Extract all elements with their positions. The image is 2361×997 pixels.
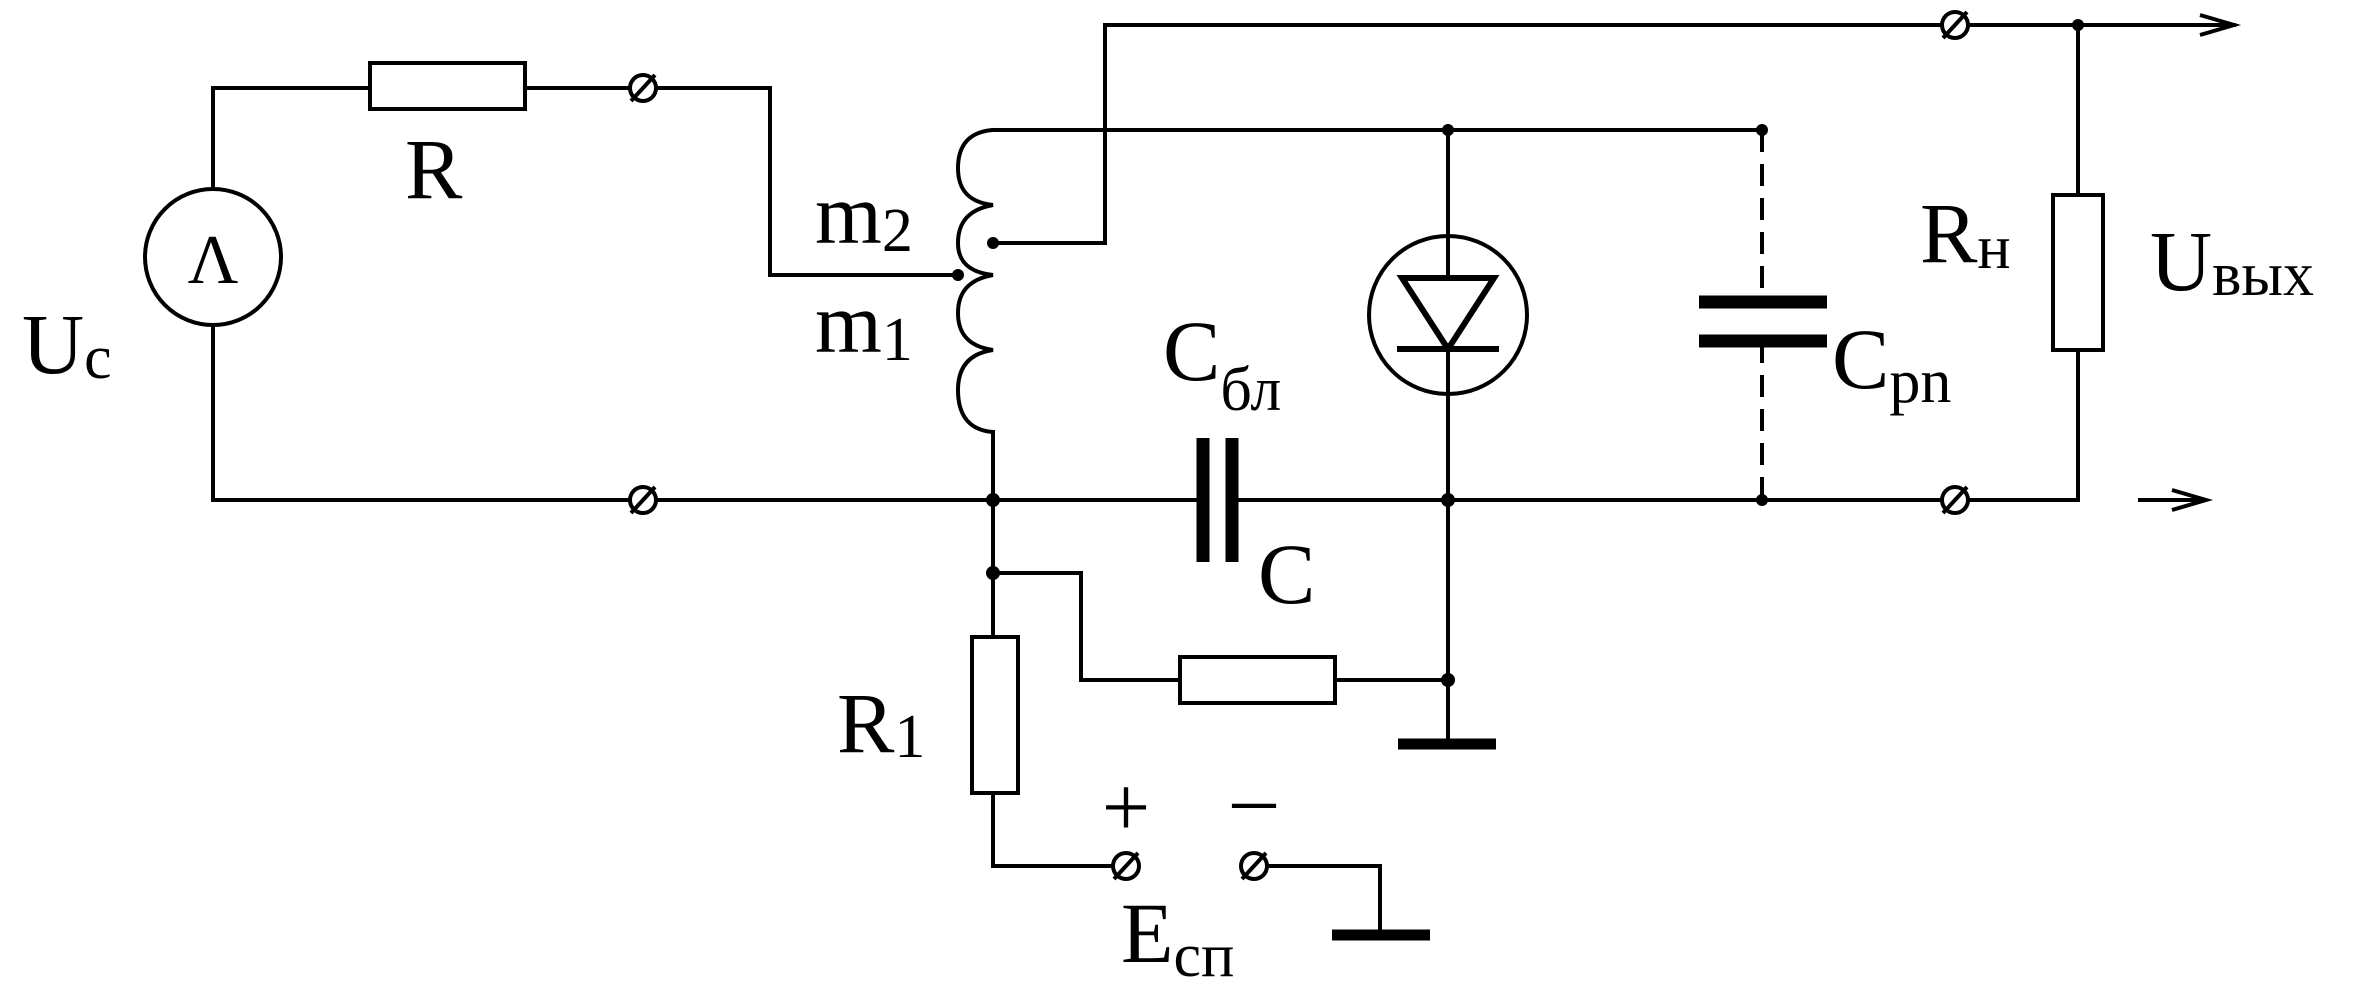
label-rn: Rн — [1920, 185, 2011, 282]
coil-winding — [955, 127, 996, 435]
label-cbl: Cбл — [1163, 303, 1281, 424]
input-terminal-top — [628, 73, 658, 103]
wire-bias-branch — [991, 571, 1182, 682]
input-terminal-bottom — [628, 485, 658, 515]
output-terminal-top — [1940, 10, 1970, 40]
label-uout: Uвых — [2150, 213, 2314, 309]
label-r: R — [405, 121, 463, 217]
wire-to-coil-tap — [654, 86, 960, 277]
wire-coil-mid-to-output — [991, 23, 1944, 245]
source-symbol: Λ — [188, 222, 239, 299]
label-cpn: Cpn — [1832, 311, 1951, 416]
junction-m1-tap — [952, 269, 964, 281]
junction-m2-tap — [987, 237, 999, 249]
diode — [1367, 234, 1529, 396]
label-r1: R1 — [837, 675, 925, 771]
label-plus: + — [1102, 759, 1151, 855]
wire-source-top — [211, 86, 372, 191]
wire-esp-ground — [1265, 864, 1382, 932]
resistor-r — [368, 61, 527, 111]
label-esp: Eсп — [1121, 885, 1234, 990]
output-arrow-bottom — [2138, 488, 2214, 512]
label-source: Uc — [22, 296, 112, 392]
wire-source-bottom — [211, 323, 630, 502]
output-terminal-bottom — [1940, 485, 1970, 515]
resistor-r1 — [970, 635, 1020, 795]
resistor-rn — [2051, 193, 2105, 352]
junction-cpn-top — [1756, 124, 1768, 136]
label-minus: – — [1232, 749, 1277, 845]
esp-terminal-minus — [1239, 851, 1269, 881]
label-m1: m1 — [815, 275, 913, 374]
label-c: C — [1258, 526, 1315, 622]
resistor-bias — [1178, 655, 1337, 705]
wire-r1-to-esp — [991, 791, 1114, 868]
label-m2: m2 — [815, 166, 913, 265]
output-arrow-top — [2172, 13, 2242, 37]
esp-terminal-plus — [1111, 851, 1141, 881]
junction-bus-cpn — [1756, 494, 1768, 506]
signal-source: Λ — [143, 187, 283, 327]
junction-diode-top — [1442, 124, 1454, 136]
